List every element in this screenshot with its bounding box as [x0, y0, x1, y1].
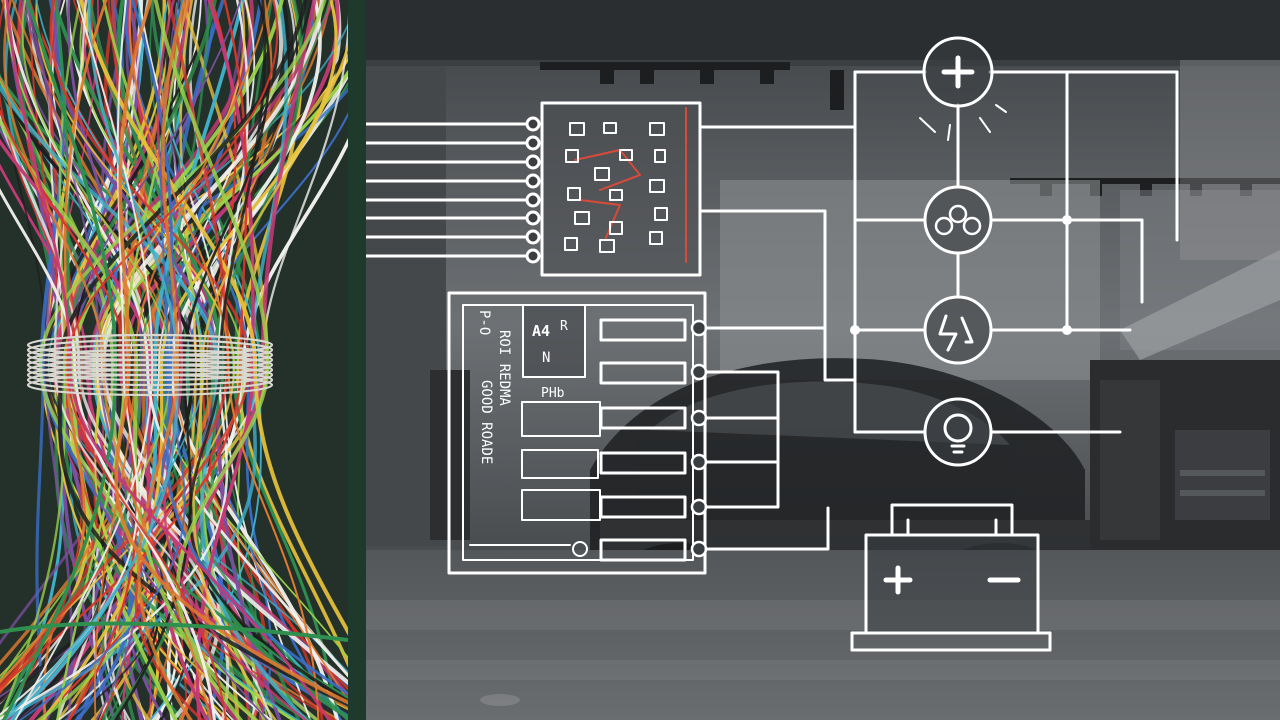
- wire-bundle: [0, 0, 348, 720]
- relay-block: [522, 304, 586, 378]
- bus-junctions: [850, 215, 1072, 335]
- garage-and-schematic: A4 R N PHb P-O ROI REDMA GOOD ROADE: [366, 0, 1280, 720]
- tool-cabinets: [430, 360, 1280, 550]
- schematic-labels: A4 R N PHb P-O ROI REDMA GOOD ROADE: [476, 310, 568, 464]
- ic-label-2: R: [560, 319, 568, 334]
- fuse-relay-box: [447, 291, 830, 575]
- garage-background: [366, 0, 1280, 720]
- lightning-icon: [923, 295, 993, 365]
- wire-strand: [0, 0, 82, 720]
- component-bus: [853, 70, 1179, 434]
- garage-floor: [366, 550, 1280, 720]
- motor-icon: [923, 185, 993, 255]
- lightbulb-icon: [923, 397, 993, 467]
- lift-arm: [1120, 250, 1280, 360]
- side-text-2: ROI REDMA: [496, 330, 512, 406]
- fuse-slot-2: [521, 449, 599, 479]
- cable-tie-wrap: [26, 373, 274, 397]
- cable-tie-wrap: [26, 368, 274, 392]
- input-bus-lines: [366, 122, 530, 258]
- wire-strand: [128, 0, 320, 720]
- side-text-1: P-O: [476, 310, 492, 335]
- side-text-3: GOOD ROADE: [478, 380, 494, 464]
- wire-strand: [57, 0, 348, 707]
- wire-strand: [0, 621, 348, 642]
- chip-output-mid: [698, 209, 857, 382]
- wire-strand: [0, 163, 122, 720]
- panel-divider: [348, 0, 366, 720]
- wire-bundle-photo: [0, 0, 348, 720]
- ic-connector-pins: [525, 116, 541, 264]
- wire-strand: [188, 0, 348, 703]
- cable-tie-wrap: [26, 358, 274, 382]
- wire-strand: [0, 187, 216, 720]
- relay-label: PHb: [541, 386, 565, 401]
- ic-label-1: A4: [532, 322, 550, 340]
- wire-strand: [156, 0, 308, 720]
- battery-icon: [850, 503, 1052, 652]
- control-module-chip: [540, 101, 702, 277]
- wire-strand: [205, 0, 348, 677]
- wire-strand: [66, 0, 279, 720]
- ic-label-3: N: [542, 350, 550, 366]
- wiring-schematic: [366, 36, 1179, 652]
- schematic-over-garage: A4 R N PHb P-O ROI REDMA GOOD ROADE: [366, 0, 1280, 720]
- plus-icon: [919, 36, 1007, 141]
- wire-strand: [114, 0, 348, 705]
- cable-tie-wrap: [26, 363, 274, 387]
